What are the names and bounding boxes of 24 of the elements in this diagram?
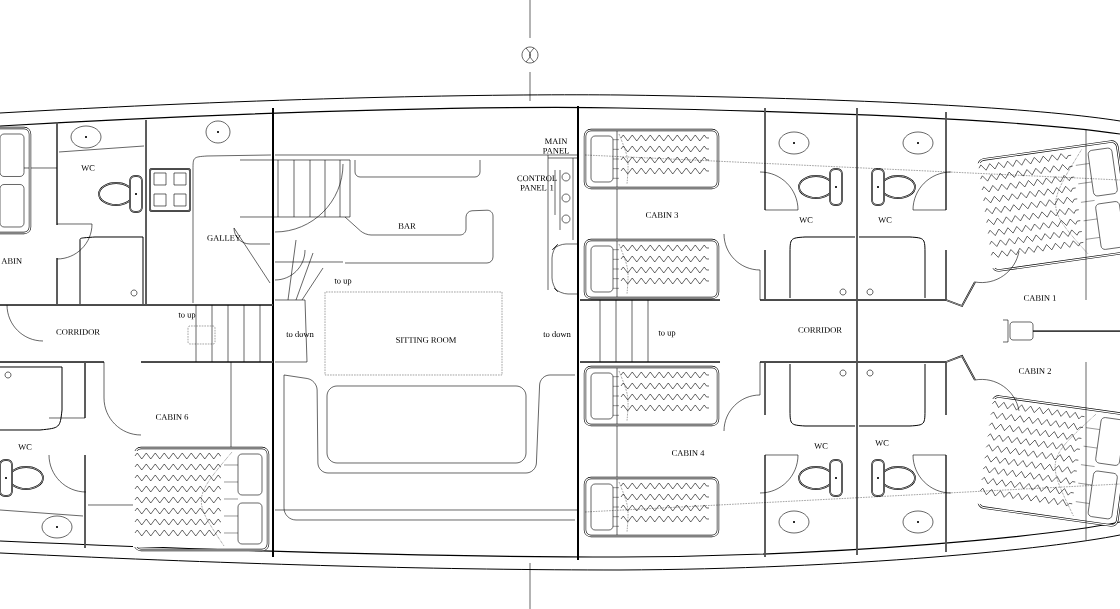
room-label: CABIN 4: [671, 450, 705, 456]
room-label: CORRIDOR: [798, 327, 842, 333]
room-label: CABIN 1: [1023, 295, 1056, 301]
room-label: WC: [814, 443, 828, 449]
stair-label: to up: [334, 278, 352, 286]
room-label: CONTROL PANEL 1: [517, 175, 557, 191]
room-label: CABIN 2: [1018, 368, 1051, 374]
room-label: CORRIDOR: [56, 329, 100, 335]
room-label: SITTING ROOM: [396, 337, 457, 343]
stair-label: to up: [178, 312, 196, 320]
room-label: CABIN 6: [155, 414, 189, 420]
room-label: WC: [799, 217, 813, 223]
room-label: WC: [875, 440, 889, 446]
room-label: BAR: [398, 223, 416, 229]
room-label: WC: [18, 444, 32, 450]
stair-label: to down: [286, 331, 314, 337]
stair-label: to up: [658, 330, 676, 338]
room-label: ABIN: [1, 258, 22, 264]
stair-label: to down: [543, 331, 571, 337]
room-label: MAIN PANEL: [542, 138, 569, 154]
room-label: WC: [81, 165, 95, 171]
room-label: CABIN 3: [645, 212, 679, 218]
room-label: GALLEY: [207, 235, 241, 241]
room-label: WC: [878, 217, 892, 223]
